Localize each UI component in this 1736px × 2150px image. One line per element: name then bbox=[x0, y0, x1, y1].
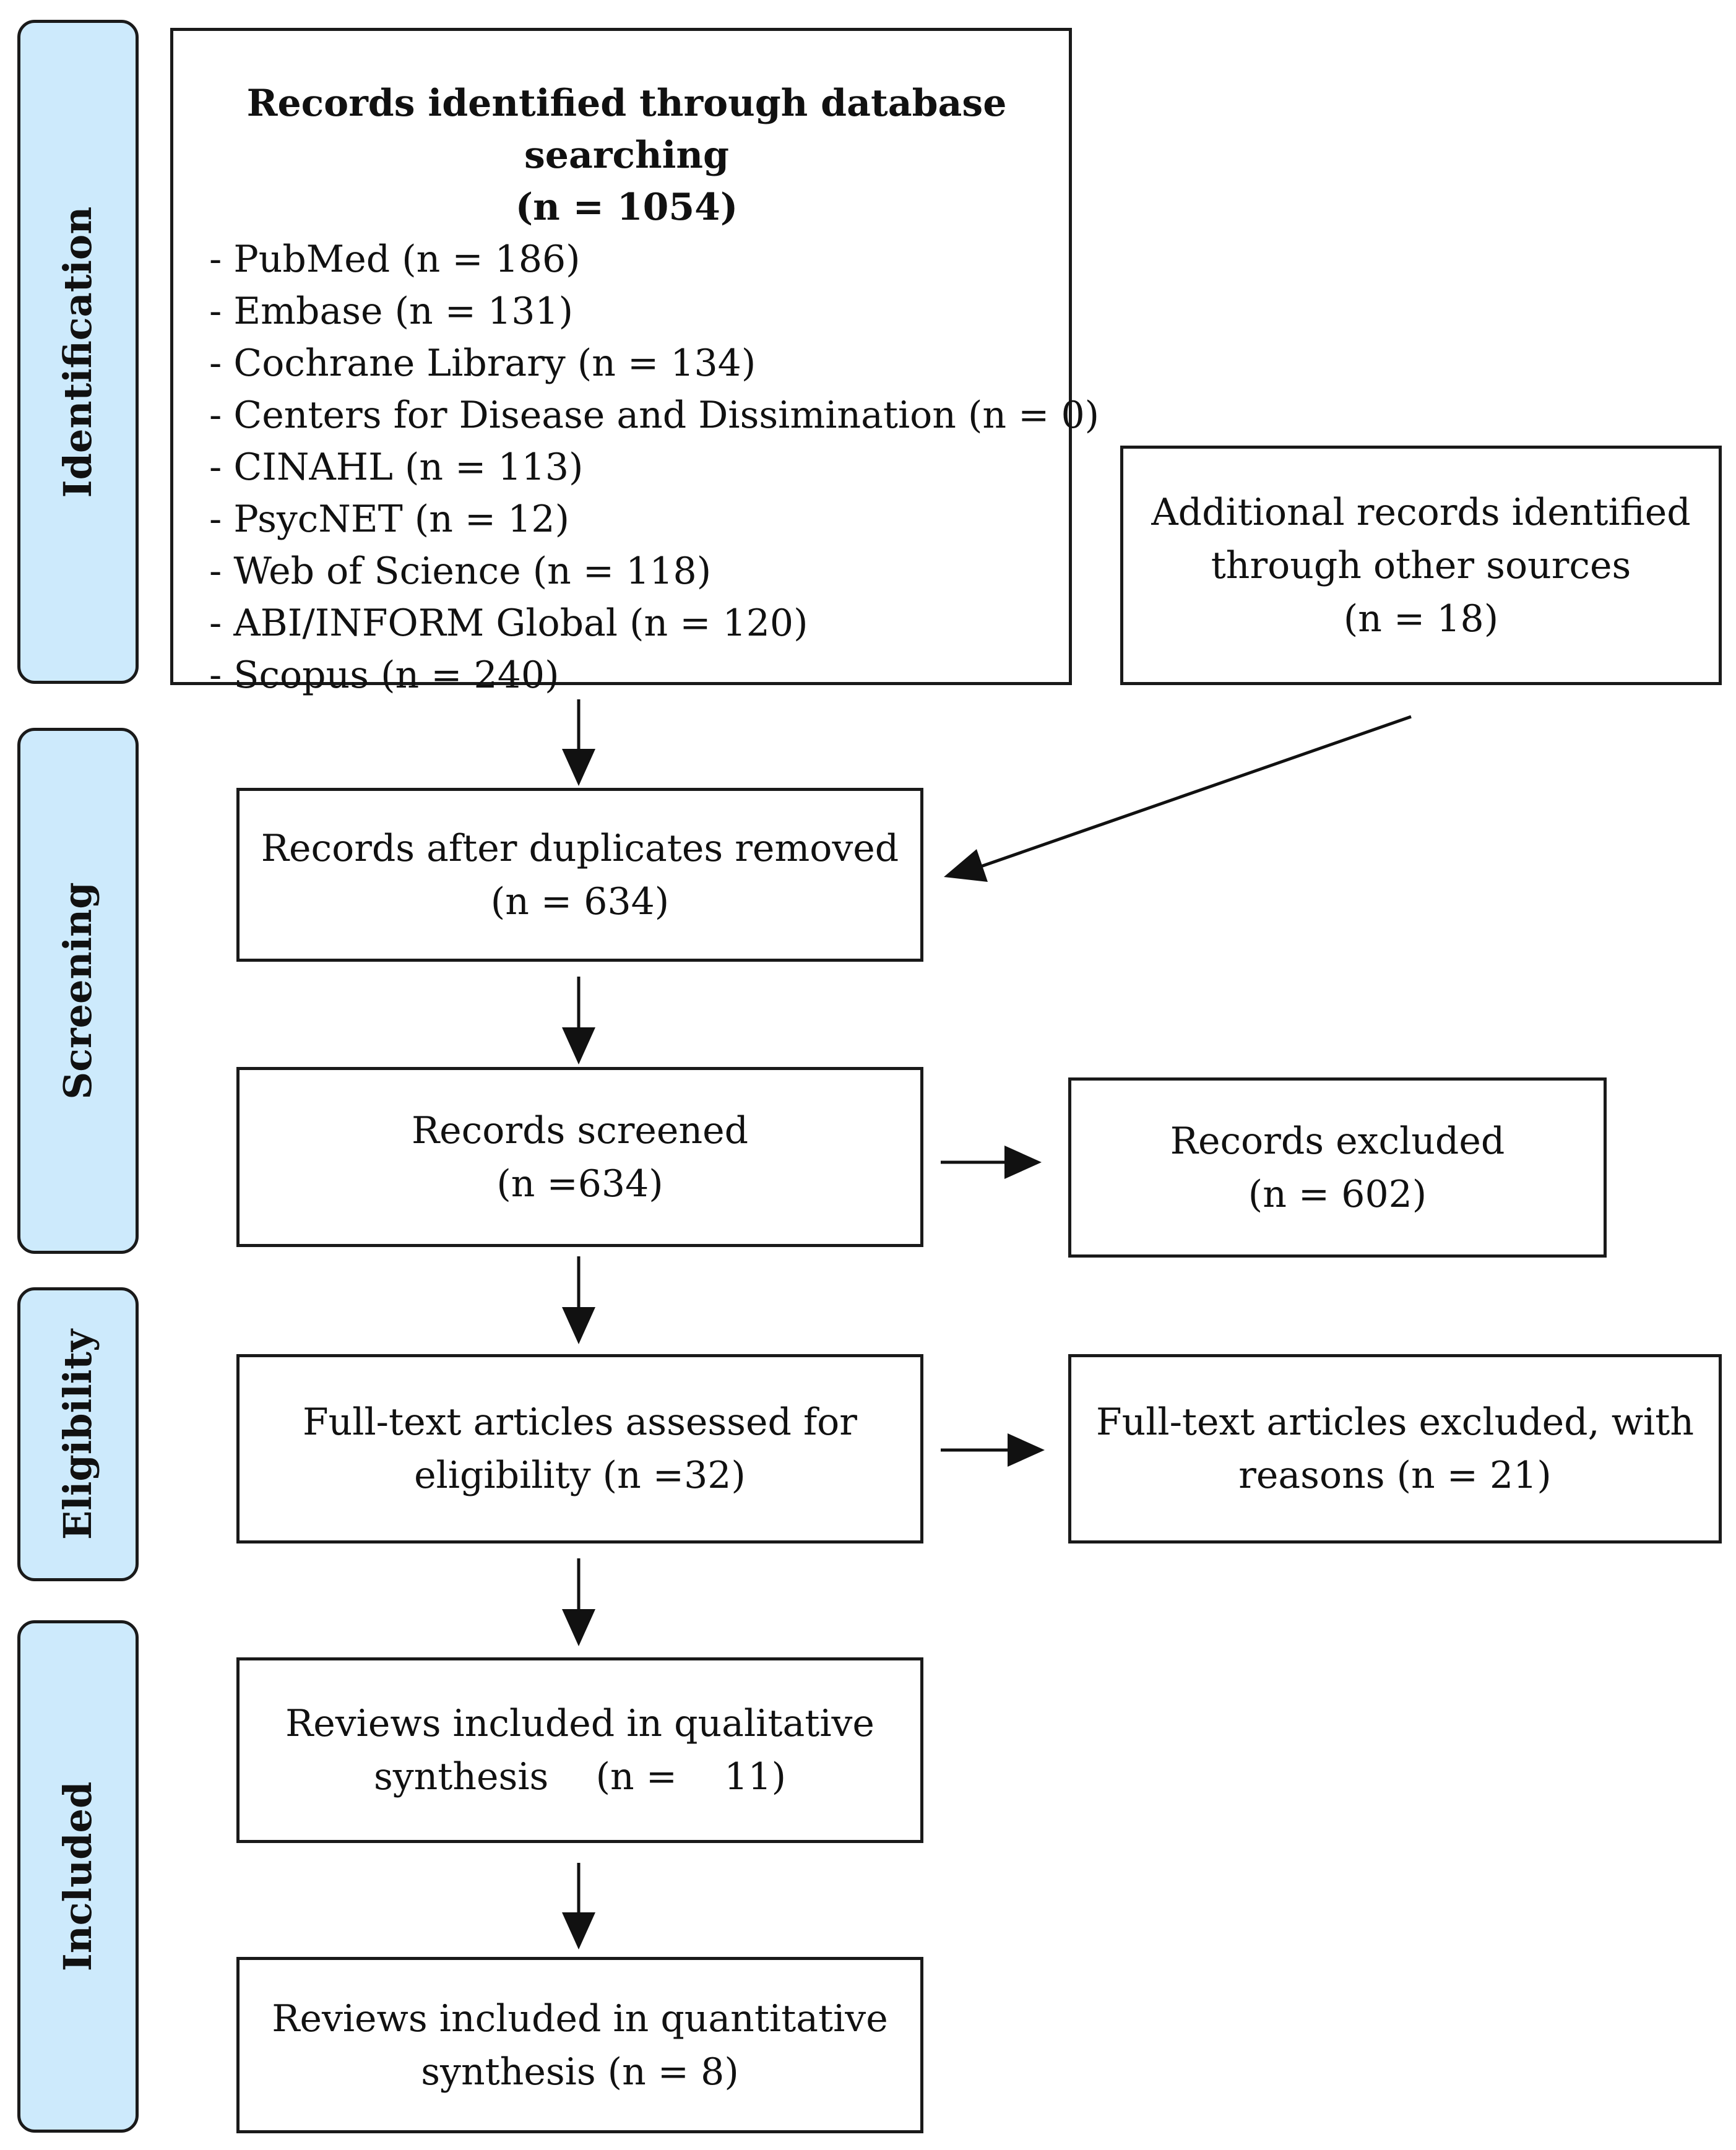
arrowhead-icon bbox=[562, 1609, 595, 1646]
records-screened-line1: Records screened bbox=[411, 1108, 748, 1152]
database-search-total: (n = 1054) bbox=[515, 186, 738, 229]
source-item: - Web of Science (n = 118) bbox=[209, 550, 712, 593]
arrowhead-icon bbox=[944, 849, 988, 882]
source-item: - Embase (n = 131) bbox=[209, 290, 573, 333]
fulltext-assessed-box: Full-text articles assessed for eligibil… bbox=[236, 1354, 923, 1543]
phase-eligibility: Eligibility bbox=[17, 1287, 139, 1581]
source-item: - PsycNET (n = 12) bbox=[209, 498, 570, 541]
qualitative-synthesis-box: Reviews included in qualitative synthesi… bbox=[236, 1657, 923, 1843]
source-item: - CINAHL (n = 113) bbox=[209, 446, 584, 489]
fulltext-excluded-box: Full-text articles excluded, with reason… bbox=[1068, 1354, 1722, 1543]
additional-records-box: Additional records identified through ot… bbox=[1120, 446, 1722, 685]
arrowhead-icon bbox=[1004, 1146, 1042, 1179]
phase-identification: Identification bbox=[17, 20, 139, 684]
source-item: - Centers for Disease and Dissimination … bbox=[209, 394, 1100, 437]
qualitative-synthesis-line2: synthesis (n = 11) bbox=[373, 1755, 787, 1798]
records-excluded-box: Records excluded (n = 602) bbox=[1068, 1077, 1607, 1258]
source-item: - PubMed (n = 186) bbox=[209, 238, 581, 281]
database-search-box: Records identified through database sear… bbox=[170, 28, 1100, 697]
source-item: - ABI/INFORM Global (n = 120) bbox=[209, 602, 808, 645]
additional-records-line3: (n = 18) bbox=[1343, 597, 1499, 641]
phase-screening: Screening bbox=[17, 728, 139, 1254]
arrow-additional-to-duplicates bbox=[980, 715, 1412, 868]
quantitative-synthesis-line2: synthesis (n = 8) bbox=[421, 2050, 739, 2094]
arrowhead-icon bbox=[562, 1307, 595, 1344]
source-item: - Cochrane Library (n = 134) bbox=[209, 342, 756, 385]
qualitative-synthesis-line1: Reviews included in qualitative bbox=[285, 1702, 874, 1745]
records-excluded-line1: Records excluded bbox=[1170, 1119, 1505, 1163]
fulltext-excluded-line2: reasons (n = 21) bbox=[1238, 1454, 1552, 1497]
records-screened-box: Records screened (n =634) bbox=[236, 1067, 923, 1247]
duplicates-removed-line1: Records after duplicates removed bbox=[261, 826, 899, 870]
arrowhead-icon bbox=[562, 749, 595, 786]
duplicates-removed-line2: (n = 634) bbox=[490, 879, 670, 923]
records-excluded-line2: (n = 602) bbox=[1248, 1172, 1427, 1216]
arrowhead-icon bbox=[1008, 1433, 1045, 1467]
additional-records-line1: Additional records identified bbox=[1151, 490, 1691, 534]
duplicates-removed-box: Records after duplicates removed (n = 63… bbox=[236, 788, 923, 962]
arrowhead-icon bbox=[562, 1912, 595, 1949]
records-screened-line2: (n =634) bbox=[496, 1162, 663, 1206]
phase-included: Included bbox=[17, 1620, 139, 2133]
fulltext-assessed-line2: eligibility (n =32) bbox=[414, 1454, 746, 1497]
fulltext-assessed-line1: Full-text articles assessed for bbox=[303, 1401, 857, 1444]
database-search-title: Records identified through database sear… bbox=[246, 82, 1007, 177]
quantitative-synthesis-box: Reviews included in quantitative synthes… bbox=[236, 1957, 923, 2133]
arrowhead-icon bbox=[562, 1027, 595, 1064]
source-item: - Scopus (n = 240) bbox=[209, 654, 559, 697]
fulltext-excluded-line1: Full-text articles excluded, with bbox=[1095, 1401, 1695, 1444]
quantitative-synthesis-line1: Reviews included in quantitative bbox=[272, 1997, 888, 2040]
additional-records-line2: through other sources bbox=[1211, 543, 1631, 587]
